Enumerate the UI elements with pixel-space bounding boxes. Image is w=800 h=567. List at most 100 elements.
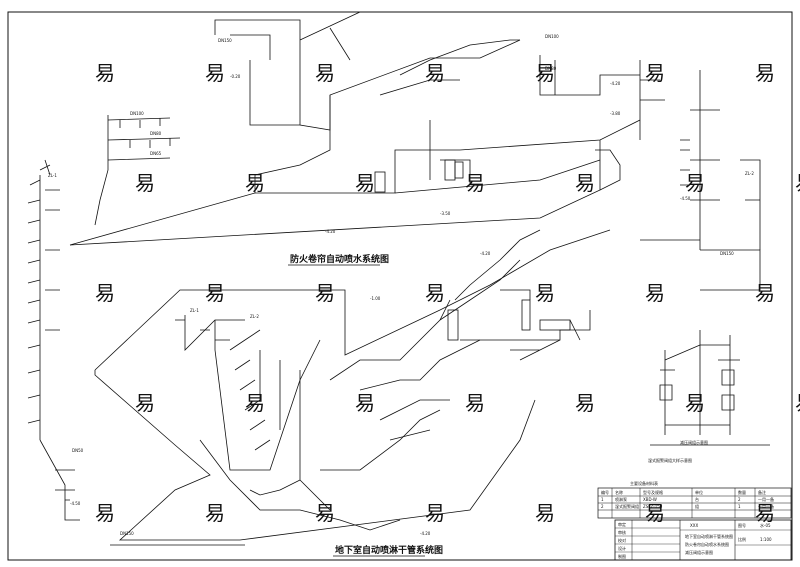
watermark-glyph: 易 xyxy=(95,501,115,525)
watermark-glyph: 易 xyxy=(685,171,705,195)
pipe-labels: DN100 DN80 DN65 DN150 DN100 DN80 -4.20 -… xyxy=(48,34,754,536)
watermark-glyph: 易 xyxy=(95,61,115,85)
watermark-glyph: 易 xyxy=(645,501,665,525)
watermark-glyph: 易 xyxy=(755,501,775,525)
elevation-label: -4.20 xyxy=(420,531,431,536)
table-cell: 喷淋泵 xyxy=(615,496,627,502)
watermark-glyph: 易 xyxy=(755,61,775,85)
elevation-label: -3.50 xyxy=(440,211,451,216)
equipment-table-title: 主要设备材料表 xyxy=(630,480,658,486)
elevation-label: -4.50 xyxy=(680,196,691,201)
table-cell: 组 xyxy=(695,503,699,509)
elevation-label: -4.50 xyxy=(70,501,81,506)
company-name: XXX xyxy=(690,523,698,528)
watermark-glyph: 易 xyxy=(315,281,335,305)
table-header-cell: 数量 xyxy=(738,489,746,495)
lower-system-title: 地下室自动喷淋干管系统图 xyxy=(335,544,443,556)
watermark-glyph: 易 xyxy=(315,501,335,525)
check-detail-title: 湿式报警阀组大样示意图 xyxy=(648,457,692,463)
title-block-row-label: 设计 xyxy=(618,545,626,551)
watermark-glyph: 易 xyxy=(795,171,800,195)
table-cell: 2 xyxy=(601,504,604,509)
table-cell: 1 xyxy=(738,504,741,509)
table-cell: ZSFZ-150 xyxy=(643,504,663,509)
title-block-row-label: 审定 xyxy=(618,521,626,527)
watermark-glyph: 易 xyxy=(795,391,800,415)
table-cell: 2 xyxy=(738,497,741,502)
table-header-cell: 名称 xyxy=(615,489,623,495)
drawing-name-line-2: 防火卷帘自动喷水系统图 xyxy=(685,541,729,547)
elevation-label: -1.00 xyxy=(370,296,381,301)
valve-detail xyxy=(650,330,770,446)
watermark-glyph: 易 xyxy=(465,391,485,415)
elevation-label: -4.20 xyxy=(480,251,491,256)
lower-sprinkler-system xyxy=(94,229,611,546)
drawing-name-line-3: 减压阀组示意图 xyxy=(685,549,713,555)
watermark-glyph: 易 xyxy=(315,61,335,85)
watermark-glyph: 易 xyxy=(645,281,665,305)
pipe-label: DN150 xyxy=(720,251,734,256)
title-block-row-label: 审核 xyxy=(618,529,626,535)
upper-sprinkler-system xyxy=(69,11,761,291)
watermark-glyph: 易 xyxy=(535,281,555,305)
riser-label: ZL-1 xyxy=(48,173,57,178)
watermark-glyph: 易 xyxy=(355,391,375,415)
table-header-cell: 编号 xyxy=(601,489,609,495)
table-cell: 台 xyxy=(695,496,699,502)
watermark-glyph: 易 xyxy=(135,391,155,415)
table-cell: 一用一备 xyxy=(758,503,774,509)
drawing-name-line-1: 地下室自动喷淋干管系统图 xyxy=(685,533,733,539)
watermark-glyph: 易 xyxy=(205,61,225,85)
watermark-glyph: 易 xyxy=(645,61,665,85)
watermark-glyph: 易 xyxy=(465,171,485,195)
riser-label: ZL-2 xyxy=(250,314,259,319)
elevation-label: -4.20 xyxy=(610,81,621,86)
riser-label: ZL-2 xyxy=(745,171,754,176)
watermark-glyph: 易 xyxy=(575,391,595,415)
watermark-glyph: 易 xyxy=(135,171,155,195)
drawing-border xyxy=(7,11,793,561)
watermark-glyph: 易 xyxy=(355,171,375,195)
title-block-row-label: 校对 xyxy=(618,537,626,543)
sheet-label: 图号 xyxy=(738,522,746,528)
left-riser-column xyxy=(27,159,80,521)
watermark-glyph: 易 xyxy=(755,281,775,305)
watermark-glyph: 易 xyxy=(205,281,225,305)
watermark-glyph: 易 xyxy=(425,61,445,85)
pipe-label: DN100 xyxy=(545,34,559,39)
table-cell: 一用一备 xyxy=(758,496,774,502)
pipe-label: DN80 xyxy=(545,66,557,71)
watermark-glyph: 易 xyxy=(425,281,445,305)
elevation-label: -0.20 xyxy=(230,74,241,79)
scale-label: 比例 xyxy=(738,536,746,542)
watermark-glyph: 易 xyxy=(205,501,225,525)
watermark-glyph: 易 xyxy=(535,61,555,85)
pipe-label: DN150 xyxy=(218,38,232,43)
watermark-glyph: 易 xyxy=(575,171,595,195)
sheet-value: 水-05 xyxy=(760,522,771,528)
title-block-row-label: 制图 xyxy=(618,553,626,559)
equipment-table: 主要设备材料表 编号名称 型号及规格 单位 数量 备注 1 喷淋泵 XBD-W 台 2 一用一备 2 湿… xyxy=(597,480,792,519)
watermark-glyph: 易 xyxy=(535,501,555,525)
pipe-label: DN65 xyxy=(150,151,162,156)
table-cell: 湿式报警阀组 xyxy=(615,503,639,509)
valve-detail-title: 减压阀组示意图 xyxy=(680,439,708,445)
table-cell: XBD-W xyxy=(643,497,657,502)
pipe-label: DN80 xyxy=(150,131,162,136)
watermark-glyph: 易 xyxy=(425,501,445,525)
table-header-cell: 单位 xyxy=(695,489,703,495)
pipe-label: DN50 xyxy=(72,448,84,453)
elevation-label: -3.80 xyxy=(610,111,621,116)
watermark-layer: 易易易易易易易易易易易易易易易易易易易易易易易易易易易易易易易易易易易 xyxy=(95,61,800,525)
upper-system-title: 防火卷帘自动喷水系统图 xyxy=(290,253,389,265)
table-header-cell: 型号及规格 xyxy=(643,489,663,495)
pipe-label: DN100 xyxy=(130,111,144,116)
scale-value: 1:100 xyxy=(760,537,772,542)
riser-label: ZL-1 xyxy=(190,308,199,313)
watermark-glyph: 易 xyxy=(685,391,705,415)
pipe-label: DN150 xyxy=(120,531,134,536)
elevation-label: -4.20 xyxy=(325,229,336,234)
table-header-cell: 备注 xyxy=(758,489,766,495)
